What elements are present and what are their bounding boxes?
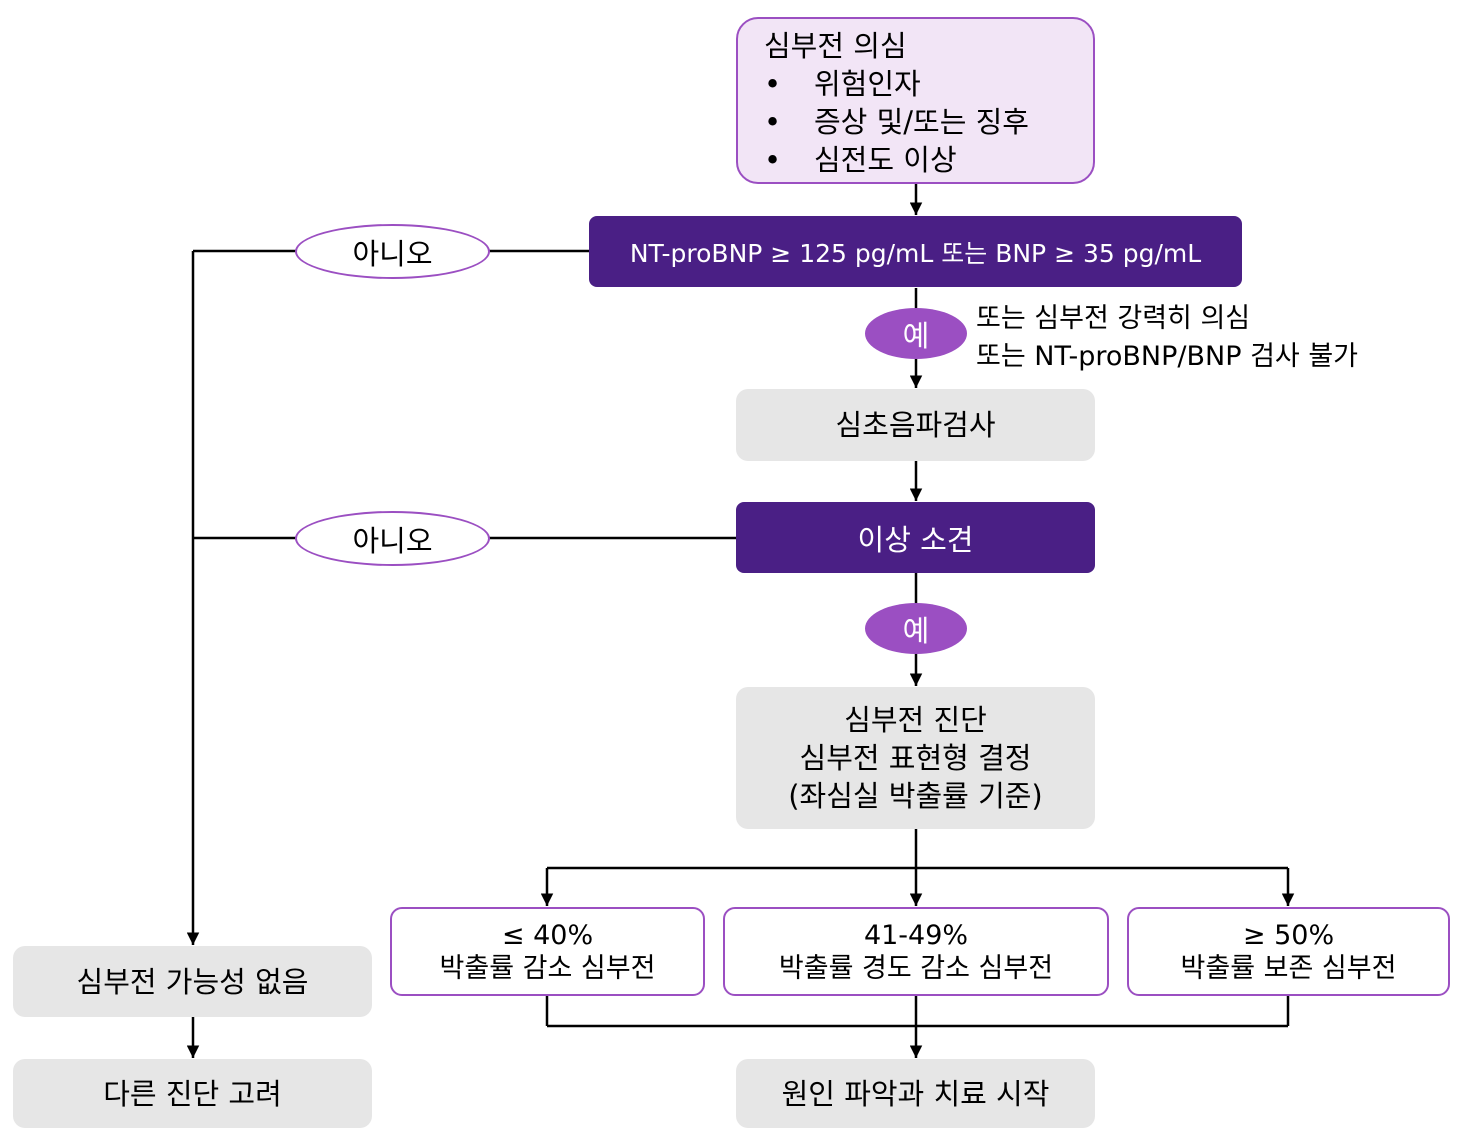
treatment-text: 원인 파악과 치료 시작 [781, 1076, 1050, 1111]
criteria-symptoms: 증상 및/또는 징후 [764, 103, 1029, 141]
diagnosis-box: 심부전 진단 심부전 표현형 결정 (좌심실 박출률 기준) [736, 687, 1095, 829]
suspect-hf-box: 심부전 의심 위험인자 증상 및/또는 징후 심전도 이상 [736, 17, 1095, 184]
yes-ellipse-1: 예 [865, 308, 967, 359]
diagnosis-line-3: (좌심실 박출률 기준) [788, 779, 1043, 813]
unlikely-box: 심부전 가능성 없음 [13, 946, 372, 1017]
phenotype-mild-box: 41-49% 박출률 경도 감소 심부전 [723, 907, 1109, 996]
criteria-risk-factors: 위험인자 [764, 65, 1029, 103]
phenotype-mild-range: 41-49% [863, 919, 969, 951]
yes-ellipse-2: 예 [865, 603, 967, 654]
phenotype-reduced-name: 박출률 감소 심부전 [439, 952, 656, 984]
no-label-1: 아니오 [352, 236, 433, 271]
no-ellipse-1: 아니오 [295, 224, 490, 279]
other-diagnosis-text: 다른 진단 고려 [103, 1076, 282, 1111]
suspect-criteria-list: 위험인자 증상 및/또는 징후 심전도 이상 [764, 65, 1029, 179]
diagnosis-line-2: 심부전 표현형 결정 [799, 741, 1032, 775]
biomarker-text: NT-proBNP ≥ 125 pg/mL 또는 BNP ≥ 35 pg/mL [629, 238, 1202, 268]
phenotype-preserved-range: ≥ 50% [1242, 919, 1335, 951]
echo-box: 심초음파검사 [736, 389, 1095, 461]
alt-note: 또는 심부전 강력히 의심 또는 NT-proBNP/BNP 검사 불가 [976, 300, 1358, 376]
abnormal-text: 이상 소견 [857, 522, 974, 557]
no-label-2: 아니오 [352, 523, 433, 558]
phenotype-reduced-range: ≤ 40% [501, 919, 594, 951]
other-diagnosis-box: 다른 진단 고려 [13, 1059, 372, 1128]
phenotype-mild-name: 박출률 경도 감소 심부전 [778, 952, 1054, 984]
phenotype-preserved-name: 박출률 보존 심부전 [1180, 952, 1397, 984]
diagnosis-line-1: 심부전 진단 [844, 703, 987, 737]
alt-note-line-1: 또는 심부전 강력히 의심 [976, 303, 1251, 334]
no-ellipse-2: 아니오 [295, 511, 490, 566]
phenotype-reduced-box: ≤ 40% 박출률 감소 심부전 [390, 907, 705, 996]
phenotype-preserved-box: ≥ 50% 박출률 보존 심부전 [1127, 907, 1450, 996]
yes-label-2: 예 [902, 613, 930, 648]
biomarker-box: NT-proBNP ≥ 125 pg/mL 또는 BNP ≥ 35 pg/mL [589, 216, 1242, 287]
alt-note-line-2: 또는 NT-proBNP/BNP 검사 불가 [976, 341, 1359, 372]
unlikely-text: 심부전 가능성 없음 [76, 964, 309, 999]
yes-label-1: 예 [902, 318, 930, 353]
criteria-ecg: 심전도 이상 [764, 141, 1029, 179]
treatment-box: 원인 파악과 치료 시작 [736, 1059, 1095, 1128]
echo-text: 심초음파검사 [835, 408, 996, 442]
suspect-title: 심부전 의심 [764, 29, 907, 63]
abnormal-box: 이상 소견 [736, 502, 1095, 573]
